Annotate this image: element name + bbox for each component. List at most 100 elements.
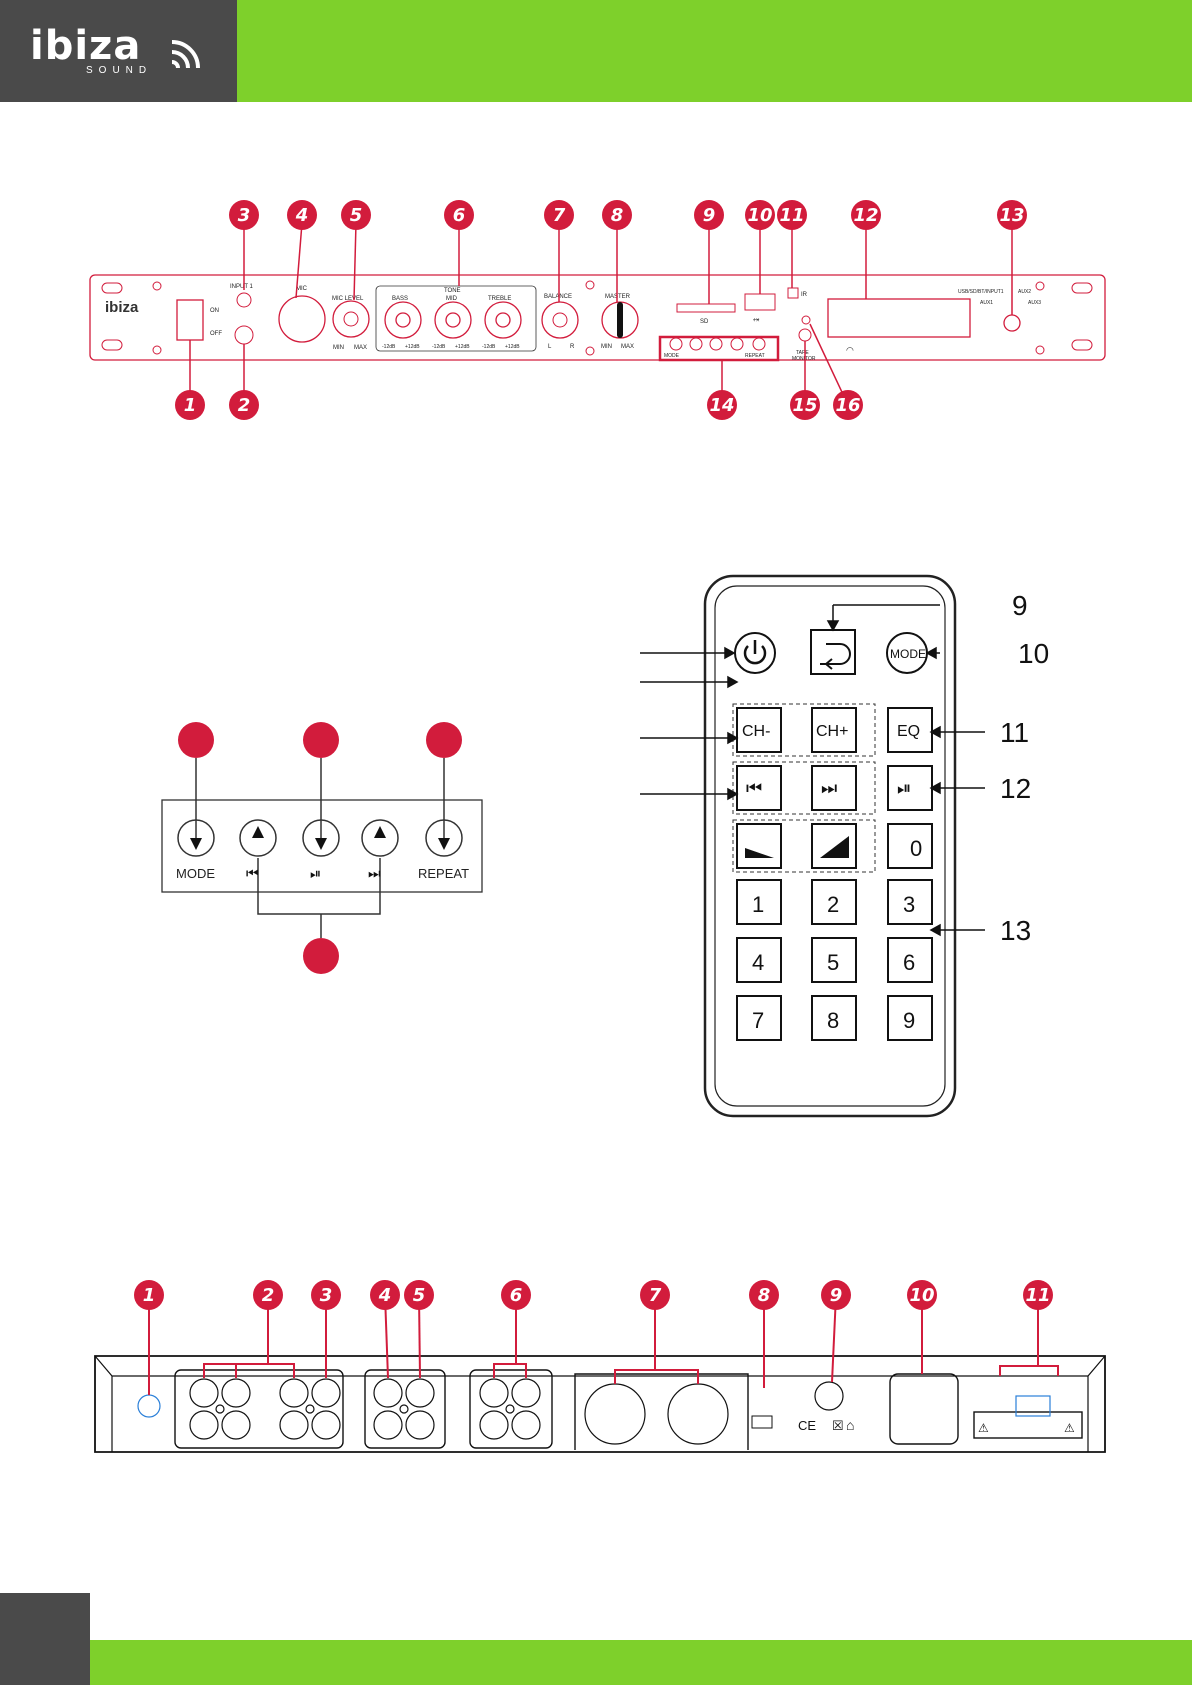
label-mic: MIC — [296, 286, 308, 292]
svg-text:MID: MID — [446, 296, 458, 302]
wifi-waves-icon — [171, 40, 200, 69]
remote-playpause-icon: ⏯ — [897, 778, 911, 798]
button-strip — [161, 799, 483, 893]
brand-logo-sub: SOUND — [86, 65, 153, 76]
front-callout-9 — [694, 200, 724, 230]
svg-text:MASTER: MASTER — [605, 294, 631, 300]
prev-icon: ⏮ — [246, 865, 259, 881]
detail-mode-button[interactable] — [177, 819, 215, 857]
fuse-holder[interactable] — [814, 1381, 844, 1411]
sd-slot[interactable] — [676, 303, 736, 313]
brand-logo: ibiza — [30, 23, 142, 69]
front-callout-11 — [777, 200, 807, 230]
remote-ch-plus-button[interactable] — [811, 707, 857, 753]
voltage-switch[interactable] — [1015, 1395, 1051, 1417]
remote-ch-minus-button[interactable] — [736, 707, 782, 753]
front-playpause-button[interactable] — [709, 337, 723, 351]
front-callout-7-number: 7 — [553, 205, 566, 226]
remote-0-button[interactable] — [887, 823, 933, 869]
remote-digit-7: 7 — [752, 1008, 764, 1033]
balance-knob[interactable] — [541, 301, 579, 339]
svg-text:TAPE: TAPE — [796, 350, 809, 356]
front-callout-12-number: 12 — [853, 205, 878, 226]
front-mode-button[interactable] — [669, 337, 683, 351]
ce-mark: CE — [798, 1418, 816, 1433]
svg-text:+12dB: +12dB — [455, 344, 470, 350]
svg-text:USB/SD/BT/INPUT1: USB/SD/BT/INPUT1 — [958, 289, 1004, 295]
front-callout-4-number: 4 — [295, 205, 309, 226]
detail-callout-c — [426, 722, 462, 758]
front-callout-15 — [790, 390, 820, 420]
remote-digit-1: 1 — [752, 892, 764, 917]
weee-icon: ☒ — [832, 1418, 844, 1433]
front-callout-14-number: 14 — [709, 395, 734, 416]
rca-line-out-block — [469, 1369, 553, 1449]
rear-callout-10-number: 10 — [909, 1285, 934, 1306]
remote-vol-down-button[interactable] — [736, 823, 782, 869]
ground-screw — [137, 1394, 161, 1418]
svg-text:CH+: CH+ — [816, 723, 848, 740]
remote-vol-up-button[interactable] — [811, 823, 857, 869]
svg-text:MIN: MIN — [333, 345, 344, 351]
mic-input[interactable] — [278, 295, 326, 343]
front-callout-14 — [707, 390, 737, 420]
svg-text:MAX: MAX — [621, 344, 634, 350]
remote-digit-8: 8 — [827, 1008, 839, 1033]
svg-text:AUX1: AUX1 — [980, 300, 993, 306]
input1-jack[interactable] — [236, 292, 252, 308]
svg-text:-12dB: -12dB — [432, 344, 446, 350]
detail-repeat-label: REPEAT — [418, 866, 469, 881]
detail-prev-button[interactable] — [239, 819, 277, 857]
svg-text:+12dB: +12dB — [405, 344, 420, 350]
front-callout-15-number: 15 — [792, 395, 817, 416]
rear-callout-8-number: 8 — [758, 1285, 771, 1306]
speaker-outlet[interactable] — [889, 1373, 959, 1445]
player-buttons-group — [658, 335, 780, 362]
remote-digit-9: 9 — [903, 1008, 915, 1033]
treble-knob[interactable] — [484, 301, 522, 339]
mic-level-knob[interactable] — [332, 300, 370, 338]
front-callout-6 — [444, 200, 474, 230]
power-icon — [743, 645, 767, 665]
svg-text:TREBLE: TREBLE — [488, 296, 511, 302]
mid-knob[interactable] — [434, 301, 472, 339]
front-callout-12 — [851, 200, 881, 230]
detail-repeat-button[interactable] — [425, 819, 463, 857]
detail-callout-b — [303, 722, 339, 758]
xlr-right[interactable] — [667, 1383, 729, 1445]
remote-digit-4: 4 — [752, 950, 764, 975]
next-icon: ⏭ — [368, 865, 381, 881]
front-prev-button[interactable] — [689, 337, 703, 351]
svg-text:REPEAT: REPEAT — [745, 353, 765, 359]
remote-prev-button[interactable] — [736, 765, 782, 811]
svg-text:AUX2: AUX2 — [1018, 289, 1031, 295]
xlr-left[interactable] — [584, 1383, 646, 1445]
rca-rec-block — [364, 1369, 446, 1449]
front-next-button[interactable] — [730, 337, 744, 351]
front-callout-4 — [287, 200, 317, 230]
detail-next-button[interactable] — [361, 819, 399, 857]
remote-next-button[interactable] — [811, 765, 857, 811]
remote-digit-2: 2 — [827, 892, 839, 917]
warning-icon-right: ⚠ — [1064, 1421, 1075, 1435]
footer-green-bar — [90, 1640, 1192, 1685]
warning-label — [973, 1411, 1083, 1439]
header-logo-block — [0, 0, 237, 102]
remote-eq-button[interactable] — [887, 707, 933, 753]
bass-knob[interactable] — [384, 301, 422, 339]
front-repeat-button[interactable] — [752, 337, 766, 351]
remote-return-button[interactable] — [810, 629, 856, 675]
label-mic-level: MIC LEVEL — [332, 296, 364, 302]
ir-sensor — [787, 287, 799, 299]
svg-text:+12dB: +12dB — [505, 344, 520, 350]
detail-mode-label: MODE — [176, 866, 215, 881]
footer-page-block — [0, 1593, 90, 1685]
rear-callout-2 — [253, 1280, 283, 1310]
front-callout-3 — [229, 200, 259, 230]
front-callout-1 — [175, 390, 205, 420]
volume-down-icon — [745, 848, 774, 858]
remote-callout-11: 11 — [1000, 717, 1029, 748]
rear-callout-11-number: 11 — [1025, 1285, 1050, 1306]
detail-playpause-button[interactable] — [302, 819, 340, 857]
